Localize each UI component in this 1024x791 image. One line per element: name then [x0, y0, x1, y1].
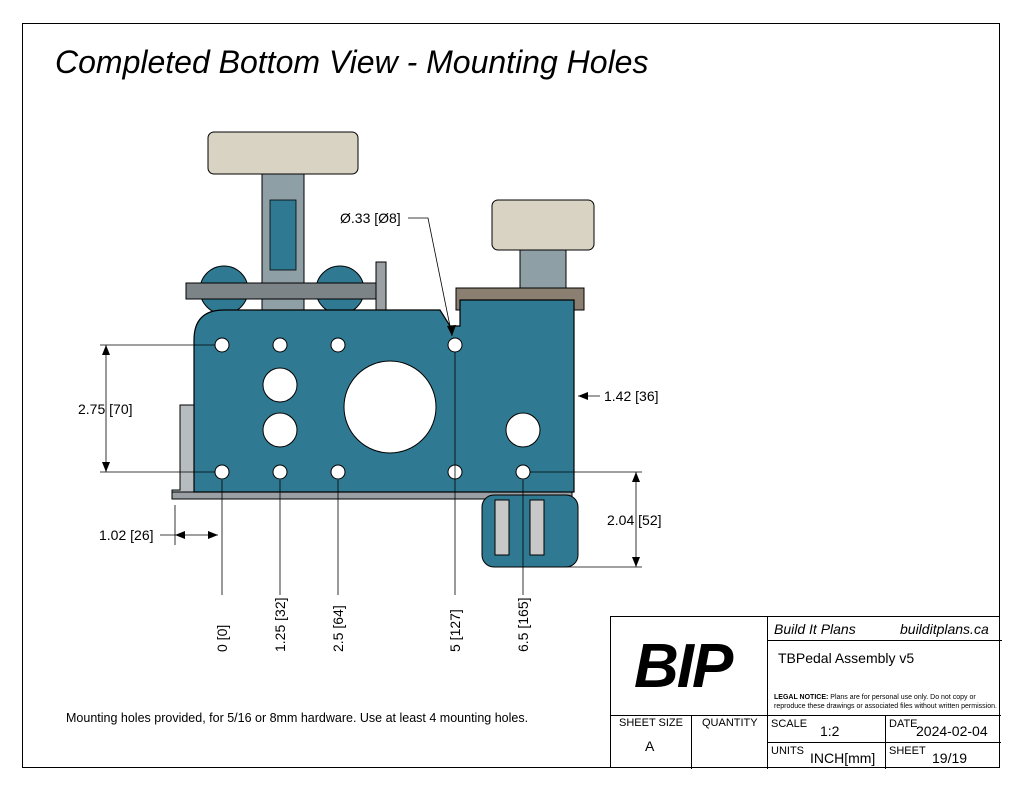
quantity-cell: QUANTITY [691, 715, 767, 769]
website: builditplans.ca [900, 621, 989, 637]
scale-cell: SCALE 1:2 [767, 715, 885, 742]
dim-vertical-span: 2.75 [70] [78, 401, 133, 417]
sheet-size-label: SHEET SIZE [619, 717, 683, 729]
dim-x-4: 6.5 [165] [515, 598, 531, 653]
units-cell: UNITS INCH[mm] [767, 742, 885, 769]
dim-x-1: 1.25 [32] [272, 598, 288, 653]
legal-notice-line-2: reproduce these drawings or associated f… [774, 703, 997, 710]
date-value: 2024-02-04 [916, 723, 988, 739]
scale-label: SCALE [771, 718, 808, 730]
logo-cell: BIP [611, 617, 767, 715]
drawing-name: TBPedal Assembly v5 [778, 650, 915, 666]
dimension-lines [100, 217, 642, 595]
info-cell: Build It Plans builditplans.ca TBPedal A… [767, 617, 1002, 715]
pedal-assembly-illustration [171, 131, 595, 568]
mounting-holes [214, 337, 531, 480]
legal-notice: LEGAL NOTICE: Plans are for personal use… [774, 694, 976, 701]
bip-logo: BIP [634, 632, 733, 701]
sheet-label: SHEET [889, 745, 926, 757]
page-title: Completed Bottom View - Mounting Holes [55, 44, 649, 80]
sheet-value: 19/19 [932, 750, 968, 766]
units-value: INCH[mm] [810, 750, 876, 766]
sheet-size-value: A [645, 738, 655, 754]
dim-x-0: 0 [0] [214, 625, 230, 652]
mounting-note: Mounting holes provided, for 5/16 or 8mm… [66, 711, 529, 725]
dim-hole-diameter: Ø.33 [Ø8] [340, 210, 401, 226]
dim-x-3: 5 [127] [447, 609, 463, 652]
dim-left-offset: 1.02 [26] [99, 527, 154, 543]
date-cell: DATE 2024-02-04 [885, 715, 1001, 742]
date-label: DATE [889, 718, 918, 730]
dim-x-2: 2.5 [64] [330, 605, 346, 652]
sheet-cell: SHEET 19/19 [885, 742, 1001, 769]
drawing-sheet-border [22, 23, 1000, 768]
company-name: Build It Plans [774, 621, 856, 637]
dim-bottom-offset: 2.04 [52] [607, 512, 662, 528]
scale-value: 1:2 [820, 723, 840, 739]
sheet-size-cell: SHEET SIZE A [611, 715, 691, 769]
units-label: UNITS [771, 745, 804, 757]
quantity-label: QUANTITY [702, 717, 758, 729]
dim-right-offset: 1.42 [36] [604, 388, 659, 404]
arrowheads [102, 325, 640, 567]
title-block: BIP Build It Plans builditplans.ca TBPed… [610, 616, 1002, 769]
